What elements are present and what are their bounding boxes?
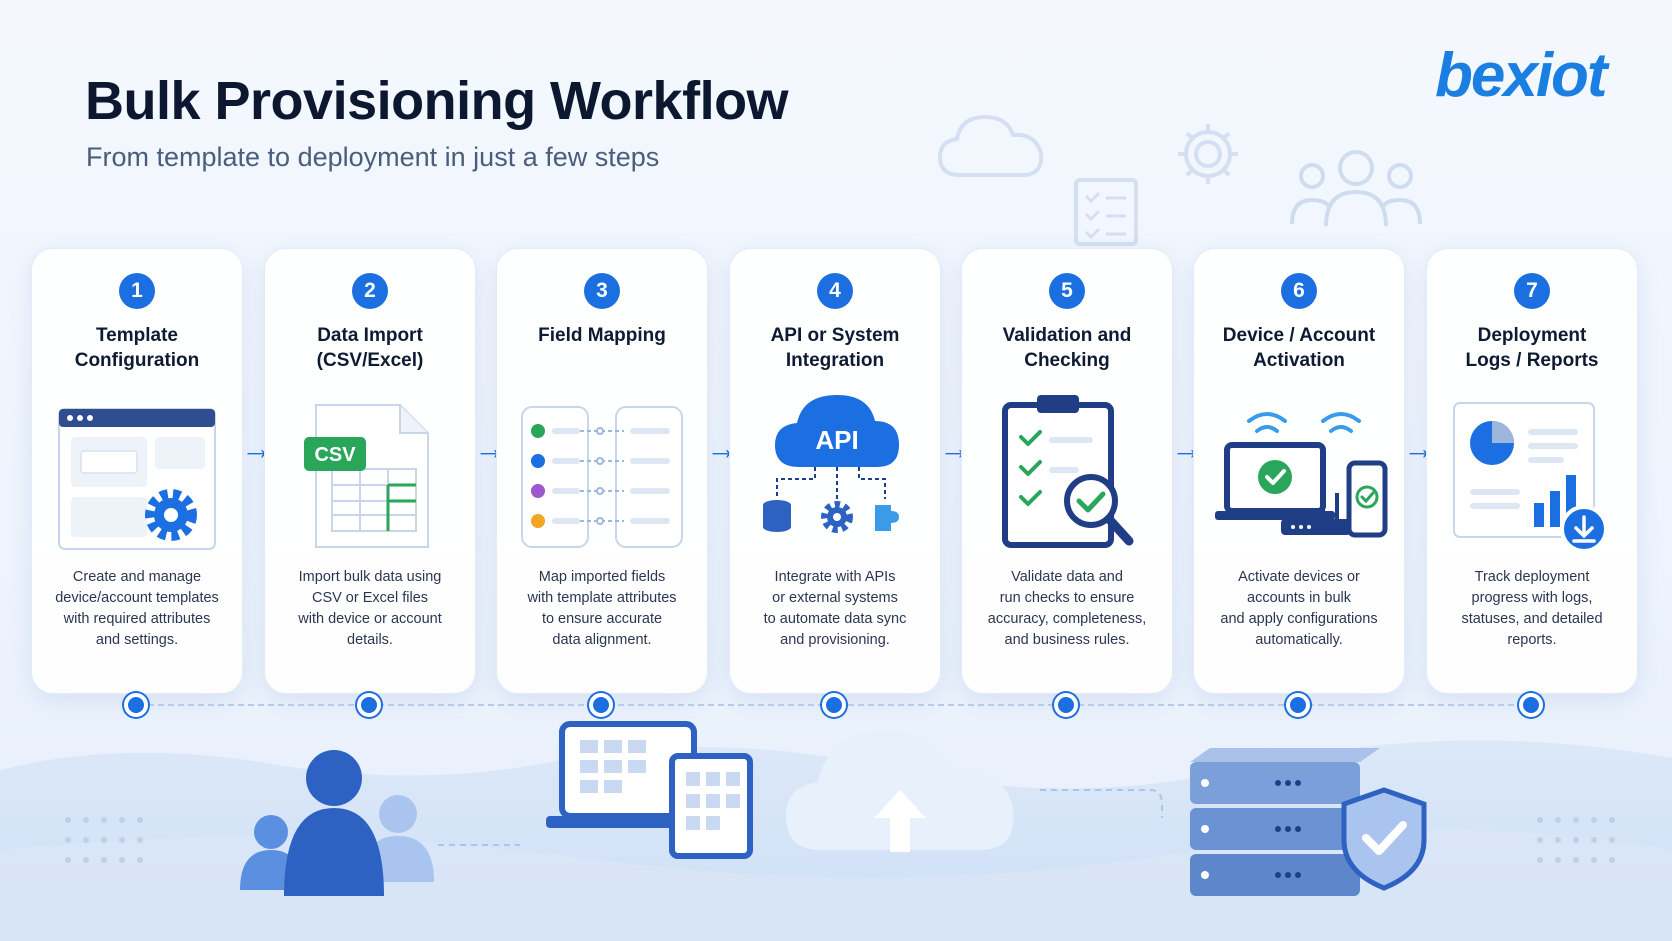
step-title-line: API or System bbox=[770, 325, 900, 346]
timeline-dot-7 bbox=[1519, 693, 1543, 717]
step-description-line: details. bbox=[347, 632, 393, 648]
step-number-badge: 2 bbox=[352, 273, 388, 309]
step-title-line: Checking bbox=[1024, 350, 1110, 371]
step-title-line: (CSV/Excel) bbox=[316, 350, 424, 371]
users-outline-icon bbox=[1290, 150, 1422, 227]
svg-text:API: API bbox=[815, 425, 858, 455]
step-description-line: run checks to ensure bbox=[999, 590, 1135, 606]
gear-outline-icon bbox=[1178, 124, 1238, 184]
step-description-line: reports. bbox=[1507, 632, 1557, 648]
step-number-badge: 4 bbox=[817, 273, 853, 309]
step-title: Data Import (CSV/Excel) bbox=[273, 323, 467, 373]
step-title-line: Configuration bbox=[74, 350, 200, 371]
clipboard-check-icon bbox=[1002, 395, 1134, 548]
step-description-line: to automate data sync bbox=[763, 611, 907, 627]
users-group-icon bbox=[240, 750, 434, 896]
step-title-line: Validation and bbox=[1002, 325, 1132, 346]
step-description-line: and provisioning. bbox=[780, 632, 890, 648]
laptop-tablet-icon bbox=[546, 721, 753, 859]
cloud-outline-icon bbox=[937, 114, 1044, 177]
step-description-line: progress with logs, bbox=[1471, 590, 1593, 606]
step-description-line: Validate data and bbox=[1011, 569, 1123, 585]
timeline-dot-3 bbox=[589, 693, 613, 717]
step-description-line: data alignment. bbox=[552, 632, 652, 648]
step-title: Field Mapping bbox=[505, 323, 699, 348]
step-description-line: Track deployment bbox=[1474, 569, 1590, 585]
api-cloud-icon: API bbox=[763, 395, 899, 533]
step-description-line: statuses, and detailed bbox=[1461, 611, 1603, 627]
step-description-line: device/account templates bbox=[55, 590, 219, 606]
step-description-line: automatically. bbox=[1255, 632, 1343, 648]
timeline-dot-6 bbox=[1286, 693, 1310, 717]
step-description: Map imported fields with template attribu… bbox=[509, 567, 695, 651]
step-title-line: Template bbox=[95, 325, 178, 346]
step-title-line: Logs / Reports bbox=[1465, 350, 1599, 371]
step-description-line: and business rules. bbox=[1004, 632, 1130, 648]
step-description-line: and settings. bbox=[95, 632, 179, 648]
step-number-badge: 7 bbox=[1514, 273, 1550, 309]
page-subtitle: From template to deployment in just a fe… bbox=[86, 142, 660, 172]
brand-logo: bexiot bbox=[1435, 41, 1608, 110]
step-title-line: Field Mapping bbox=[538, 325, 666, 346]
step-description-line: to ensure accurate bbox=[541, 611, 663, 627]
step-title-line: Device / Account bbox=[1222, 325, 1376, 346]
step-description-line: accounts in bulk bbox=[1247, 590, 1351, 606]
step-description: Create and manage device/account template… bbox=[44, 567, 230, 651]
security-shield-icon bbox=[1341, 787, 1427, 891]
timeline-dot-4 bbox=[822, 693, 846, 717]
step-description: Activate devices or accounts in bulk and a… bbox=[1206, 567, 1392, 651]
step-description-line: with required attributes bbox=[63, 611, 211, 627]
step-description-line: Create and manage bbox=[72, 569, 202, 585]
step-description-line: Integrate with APIs bbox=[774, 569, 896, 585]
csv-file-icon: CSV bbox=[304, 404, 429, 548]
timeline-dot-2 bbox=[357, 693, 381, 717]
page-title: Bulk Provisioning Workflow bbox=[85, 71, 789, 131]
step-description-line: Activate devices or bbox=[1238, 569, 1360, 585]
step-description-line: with template attributes bbox=[527, 590, 677, 606]
step-description-line: accuracy, completeness, bbox=[987, 611, 1147, 627]
step-description: Integrate with APIs or external systems to… bbox=[742, 567, 928, 651]
timeline-dot-5 bbox=[1054, 693, 1078, 717]
step-number-badge: 6 bbox=[1281, 273, 1317, 309]
checklist-outline-icon bbox=[1074, 178, 1138, 246]
step-number-badge: 3 bbox=[584, 273, 620, 309]
step-description-line: or external systems bbox=[772, 590, 898, 606]
step-title-line: Activation bbox=[1253, 350, 1345, 371]
svg-text:CSV: CSV bbox=[314, 444, 356, 466]
step-title-line: Data Import bbox=[317, 325, 423, 346]
step-description: Validate data and run checks to ensure acc… bbox=[974, 567, 1160, 651]
timeline-dot-1 bbox=[124, 693, 148, 717]
step-number-badge: 1 bbox=[119, 273, 155, 309]
step-description: Track deployment progress with logs, statu… bbox=[1439, 567, 1625, 651]
step-description-line: CSV or Excel files bbox=[311, 590, 429, 606]
step-title-line: Deployment bbox=[1477, 325, 1587, 346]
server-stack-icon bbox=[1190, 748, 1380, 896]
template-config-icon bbox=[58, 408, 216, 550]
report-chart-icon bbox=[1453, 402, 1608, 553]
step-description-line: with device or account bbox=[298, 611, 442, 627]
field-mapping-icon bbox=[521, 406, 683, 548]
bottom-scene bbox=[0, 721, 1672, 941]
step-title-line: Integration bbox=[785, 350, 885, 371]
step-description-line: Import bulk data using bbox=[298, 569, 442, 585]
step-description-line: and apply configurations bbox=[1220, 611, 1378, 627]
upload-cloud-icon bbox=[786, 729, 1014, 852]
step-number-badge: 5 bbox=[1049, 273, 1085, 309]
step-description-line: Map imported fields bbox=[538, 569, 666, 585]
device-activation-icon bbox=[1215, 412, 1388, 538]
